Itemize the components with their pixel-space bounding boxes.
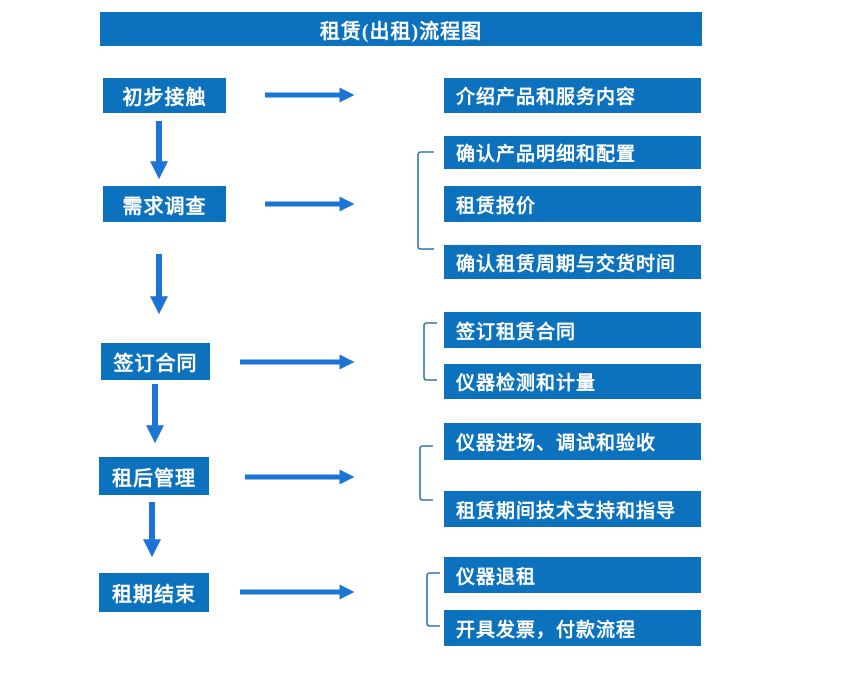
detail-rental-tech-support: 租赁期间技术支持和指导	[444, 491, 701, 527]
detail-instrument-setup-acceptance: 仪器进场、调试和验收	[444, 423, 701, 460]
step-demand-survey: 需求调查	[103, 186, 226, 222]
detail-instrument-testing: 仪器检测和计量	[444, 364, 701, 399]
step-sign-contract: 签订合同	[101, 343, 210, 380]
bracket-step3-details	[423, 322, 437, 381]
step-rental-end: 租期结束	[99, 573, 209, 612]
diagram-title: 租赁(出租)流程图	[100, 12, 702, 46]
detail-introduce-products: 介绍产品和服务内容	[444, 78, 701, 113]
detail-sign-rental-contract: 签订租赁合同	[444, 312, 701, 348]
detail-instrument-return: 仪器退租	[444, 557, 701, 593]
detail-confirm-product-config: 确认产品明细和配置	[444, 136, 701, 169]
detail-confirm-period-delivery: 确认租赁周期与交货时间	[444, 245, 701, 279]
step-initial-contact: 初步接触	[103, 78, 226, 113]
step-post-rental-management: 租后管理	[99, 457, 209, 495]
bracket-step5-details	[426, 572, 440, 627]
detail-invoice-payment: 开具发票，付款流程	[444, 610, 701, 646]
bracket-step2-details	[417, 151, 434, 250]
bracket-step4-details	[419, 445, 433, 501]
detail-rental-quote: 租赁报价	[444, 186, 701, 222]
